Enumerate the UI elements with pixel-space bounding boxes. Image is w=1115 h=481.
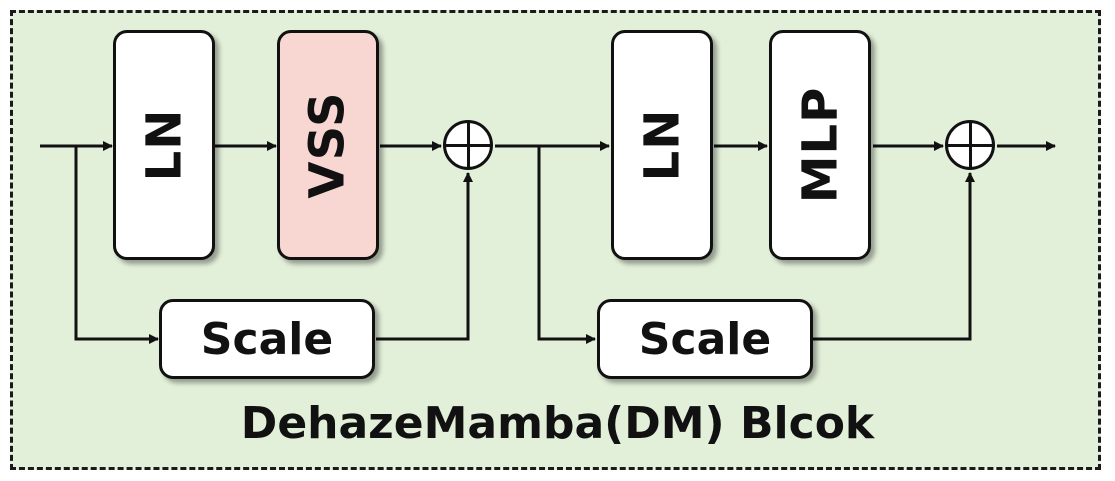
scale-block-1-label: Scale: [200, 313, 334, 365]
mlp-block: MLP: [769, 30, 871, 260]
mlp-block-label: MLP: [792, 86, 848, 204]
vss-block: VSS: [277, 30, 379, 260]
wire-skip2-to-scale2: [537, 146, 596, 344]
scale-block-2: Scale: [597, 299, 813, 379]
wire-scale1-to-sum1: [376, 172, 473, 341]
add-circle-icon: [945, 120, 995, 170]
ln-block-2: LN: [611, 30, 713, 260]
scale-block-2-label: Scale: [638, 313, 772, 365]
wire-skip1-to-scale1: [74, 146, 159, 344]
wire-scale2-to-sum2: [813, 172, 975, 341]
add-circle-icon: [443, 120, 493, 170]
vss-block-label: VSS: [300, 91, 357, 199]
ln-block-2-label: LN: [633, 108, 690, 182]
ln-block-1-label: LN: [135, 108, 192, 182]
diagram-title: DehazeMamba(DM) Blcok: [240, 398, 875, 449]
scale-block-1: Scale: [159, 299, 375, 379]
ln-block-1: LN: [113, 30, 215, 260]
